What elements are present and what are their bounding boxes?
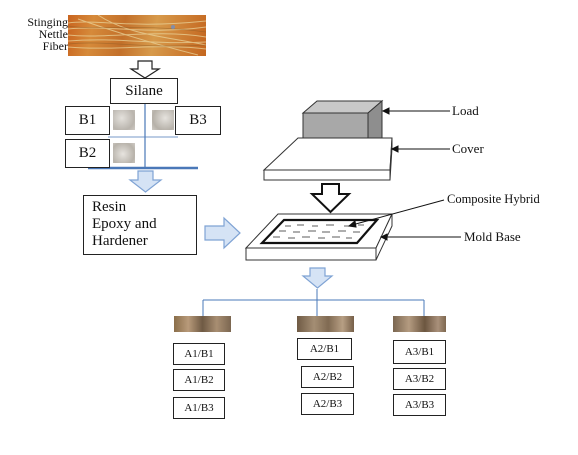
treatment-label: B3 [189,112,207,128]
sample-photo-a2 [297,316,354,332]
treatment-box-b1: B1 [65,106,110,135]
silane-box: Silane [110,78,178,104]
treatment-box-b3: B3 [175,106,221,135]
fiber-label-line: Nettle [38,27,68,41]
cover-label: Cover [452,141,484,156]
fiber-texture [68,15,206,56]
sample-label: A1/B2 [184,374,214,386]
fiber-label: Stinging Nettle Fiber [8,16,68,52]
sample-label: A1/B1 [184,348,214,360]
press-arrow-down-icon [309,183,352,214]
sample-box: A2/B2 [301,366,354,388]
sample-photo-a1 [174,316,231,332]
mold-base-label: Mold Base [464,229,521,244]
sample-label: A2/B1 [309,343,340,355]
sample-box: A2/B3 [301,393,354,415]
sample-box: A1/B2 [173,369,225,391]
sample-box: A1/B1 [173,343,225,365]
distribution-tree [202,289,425,316]
blue-arrow-right-icon [204,216,241,250]
treated-fiber-thumbnail [113,110,135,130]
sample-label: A3/B3 [404,399,435,411]
sample-label: A1/B3 [184,402,214,414]
sample-label: A2/B3 [312,398,343,410]
fiber-label-line: Fiber [42,39,68,53]
sample-box: A3/B3 [393,394,446,416]
sample-label: A2/B2 [312,371,343,383]
treated-fiber-thumbnail [152,110,174,130]
load-label: Load [452,103,479,118]
sample-box: A3/B2 [393,368,446,390]
sample-label: A3/B1 [404,346,435,358]
treatment-label: B2 [78,145,97,161]
resin-label-line: Epoxy and [92,216,157,232]
sample-photo-a3 [393,316,446,332]
sample-box: A3/B1 [393,340,446,364]
fiber-label-line: Stinging [27,15,68,29]
sample-label: A3/B2 [404,373,435,385]
composite-hybrid-label: Composite Hybrid [447,192,540,206]
treatment-box-b2: B2 [65,139,110,168]
resin-label-line: Hardener [92,233,148,249]
cover-plate [262,137,393,181]
callout-arrows [347,107,461,241]
resin-box: Resin Epoxy and Hardener [83,195,197,255]
composite-sheet [259,218,380,245]
resin-label-line: Resin [92,199,127,215]
sample-box: A2/B1 [297,338,352,360]
blue-arrow-down-icon [128,170,163,193]
blue-arrow-down-icon [301,267,334,289]
sample-box: A1/B3 [173,397,225,419]
silane-label: Silane [125,82,163,99]
nettle-fiber-photo [68,15,206,56]
arrow-down-icon [128,60,162,79]
treatment-label: B1 [78,112,97,128]
treated-fiber-thumbnail [113,143,135,163]
